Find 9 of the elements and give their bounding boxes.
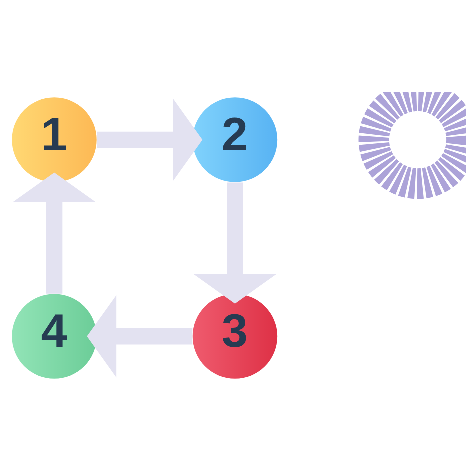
node-circle: 1 [12, 97, 97, 182]
node-circle: 4 [12, 294, 97, 378]
node-circle: 2 [192, 97, 278, 182]
node-circle: 3 [192, 294, 278, 378]
arrow [97, 98, 203, 181]
arrow [13, 172, 96, 294]
node-gear [358, 92, 466, 199]
arrow [194, 182, 276, 304]
arrow [87, 294, 193, 378]
